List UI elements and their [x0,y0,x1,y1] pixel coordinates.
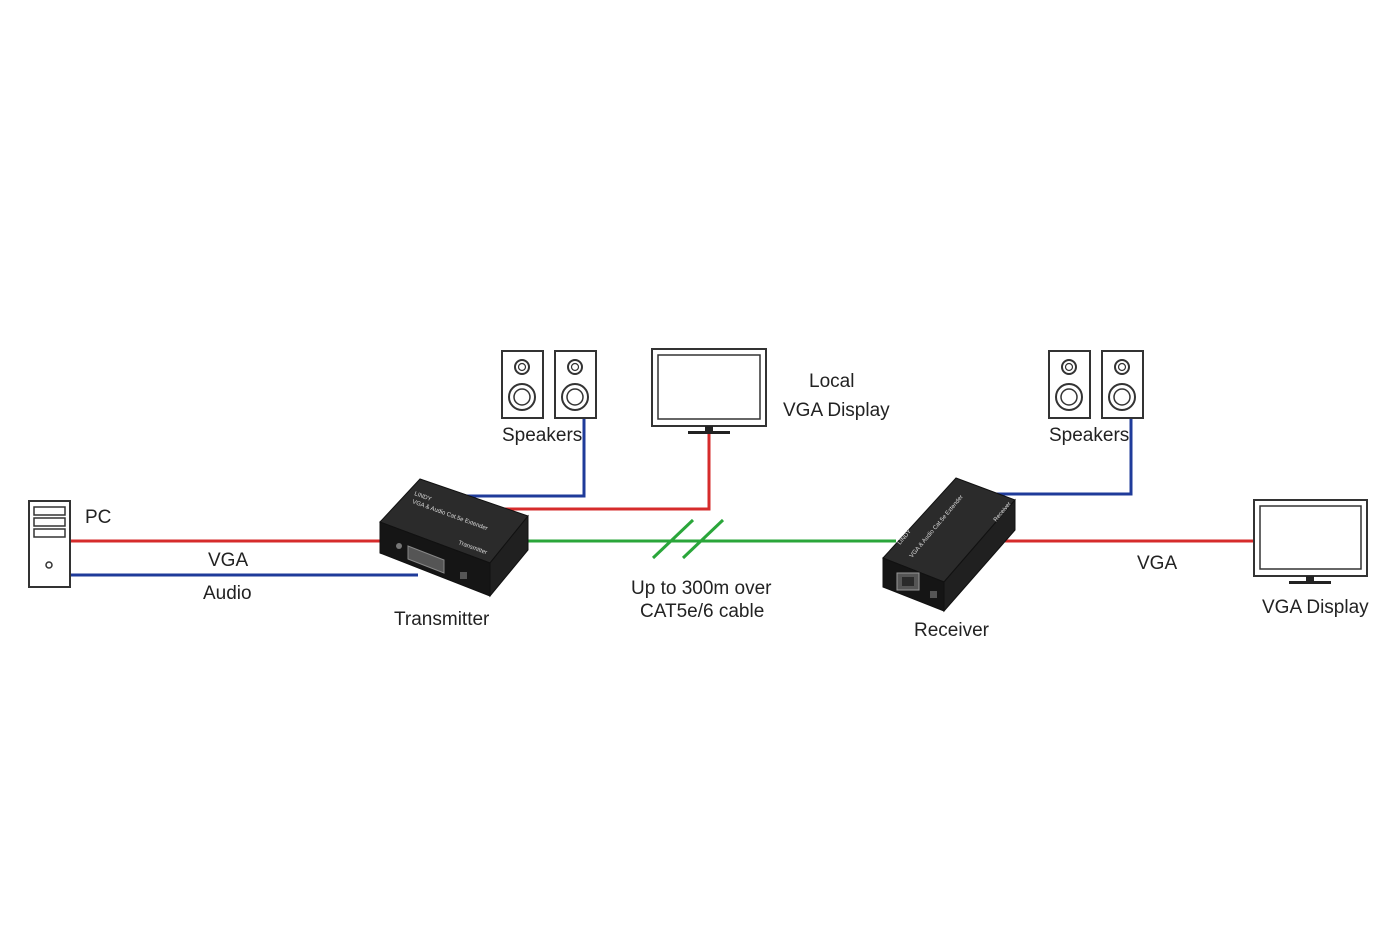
local-display-label-line2: VGA Display [783,400,890,421]
cable-label-line2: CAT5e/6 cable [640,601,764,622]
vga-display-label: VGA Display [1262,597,1369,618]
speakers-right-label: Speakers [1049,425,1129,446]
local-display-label-line1: Local [809,371,854,392]
vga-right-label: VGA [1137,553,1177,574]
tx-local-display-cable [485,430,711,511]
transmitter-label: Transmitter [394,609,490,630]
vga-left-label: VGA [208,550,248,571]
receiver-label: Receiver [914,620,990,641]
cable-label-line1: Up to 300m over [631,578,772,599]
receiver-device: LINDY VGA & Audio Cat.5e Extender Receiv… [882,477,1016,613]
pc-label: PC [85,507,111,528]
speakers-left-icon [501,350,597,419]
audio-left-label: Audio [203,583,252,604]
vga-display-icon [1253,499,1368,584]
cable-break-mark [651,518,695,560]
transmitter-vga-port [407,545,445,574]
cable-break-mark [681,518,725,560]
transmitter-device: LINDY VGA & Audio Cat.5e Extender Transm… [379,478,529,598]
tx-speakers-cable [455,418,586,498]
rx-speakers-cable [995,418,1133,496]
local-display-icon [651,348,767,434]
speakers-right-icon [1048,350,1144,419]
transmitter-brand: LINDY [413,491,432,503]
pc-tower-icon [28,500,71,588]
speakers-left-label: Speakers [502,425,582,446]
